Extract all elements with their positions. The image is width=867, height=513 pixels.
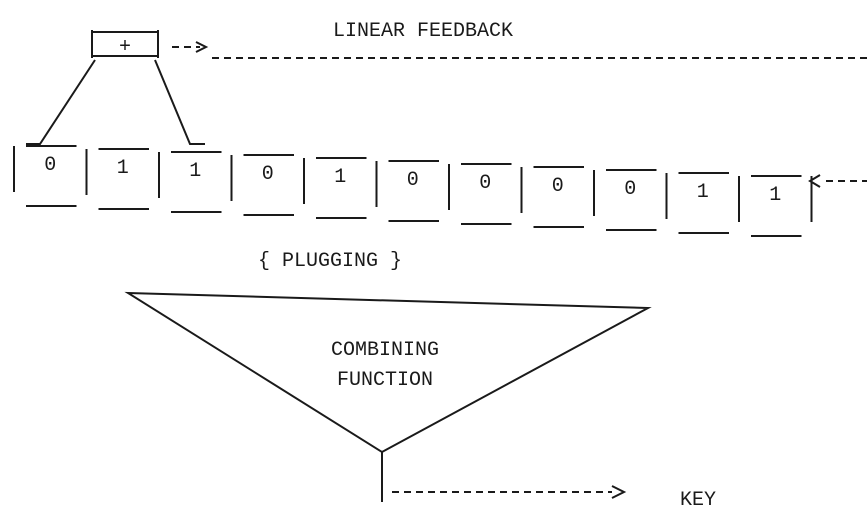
register-cell: 1 <box>665 172 729 234</box>
register-cell: 0 <box>375 160 439 222</box>
register-cell: 0 <box>520 166 584 228</box>
linear-feedback-label: LINEAR FEEDBACK <box>333 20 513 43</box>
register-bit: 0 <box>479 172 491 195</box>
register-input-arrow <box>808 174 867 188</box>
register-bit: 1 <box>334 166 346 189</box>
register-cell: 1 <box>738 175 802 237</box>
xor-adder: + <box>91 30 159 59</box>
combining-label-line1: COMBINING <box>331 339 439 362</box>
register-bit: 0 <box>44 154 56 177</box>
register-bit: 1 <box>117 157 129 180</box>
register-cell: 1 <box>85 148 149 210</box>
register-bit: 1 <box>189 160 201 183</box>
combining-function-triangle <box>124 291 652 454</box>
register-bit: 0 <box>624 178 636 201</box>
shift-register: 0 1 1 0 1 0 0 0 0 1 1 <box>13 145 813 237</box>
register-bit: 0 <box>552 175 564 198</box>
feedback-output-arrow <box>172 41 867 59</box>
plus-symbol: + <box>119 36 131 59</box>
register-cell: 0 <box>230 154 294 216</box>
key-output <box>381 452 627 502</box>
tap-lines <box>26 59 205 145</box>
combining-label-line2: FUNCTION <box>337 369 433 392</box>
register-cell: 0 <box>448 163 512 225</box>
key-label: KEY <box>680 489 716 512</box>
plugging-label: { PLUGGING } <box>258 250 402 273</box>
register-cell: 1 <box>303 157 367 219</box>
register-bit: 1 <box>769 184 781 207</box>
register-cell: 0 <box>593 169 657 231</box>
register-bit: 0 <box>407 169 419 192</box>
register-bit: 1 <box>697 181 709 204</box>
register-cell: 1 <box>158 151 222 213</box>
register-cell: 0 <box>13 145 77 207</box>
register-bit: 0 <box>262 163 274 186</box>
